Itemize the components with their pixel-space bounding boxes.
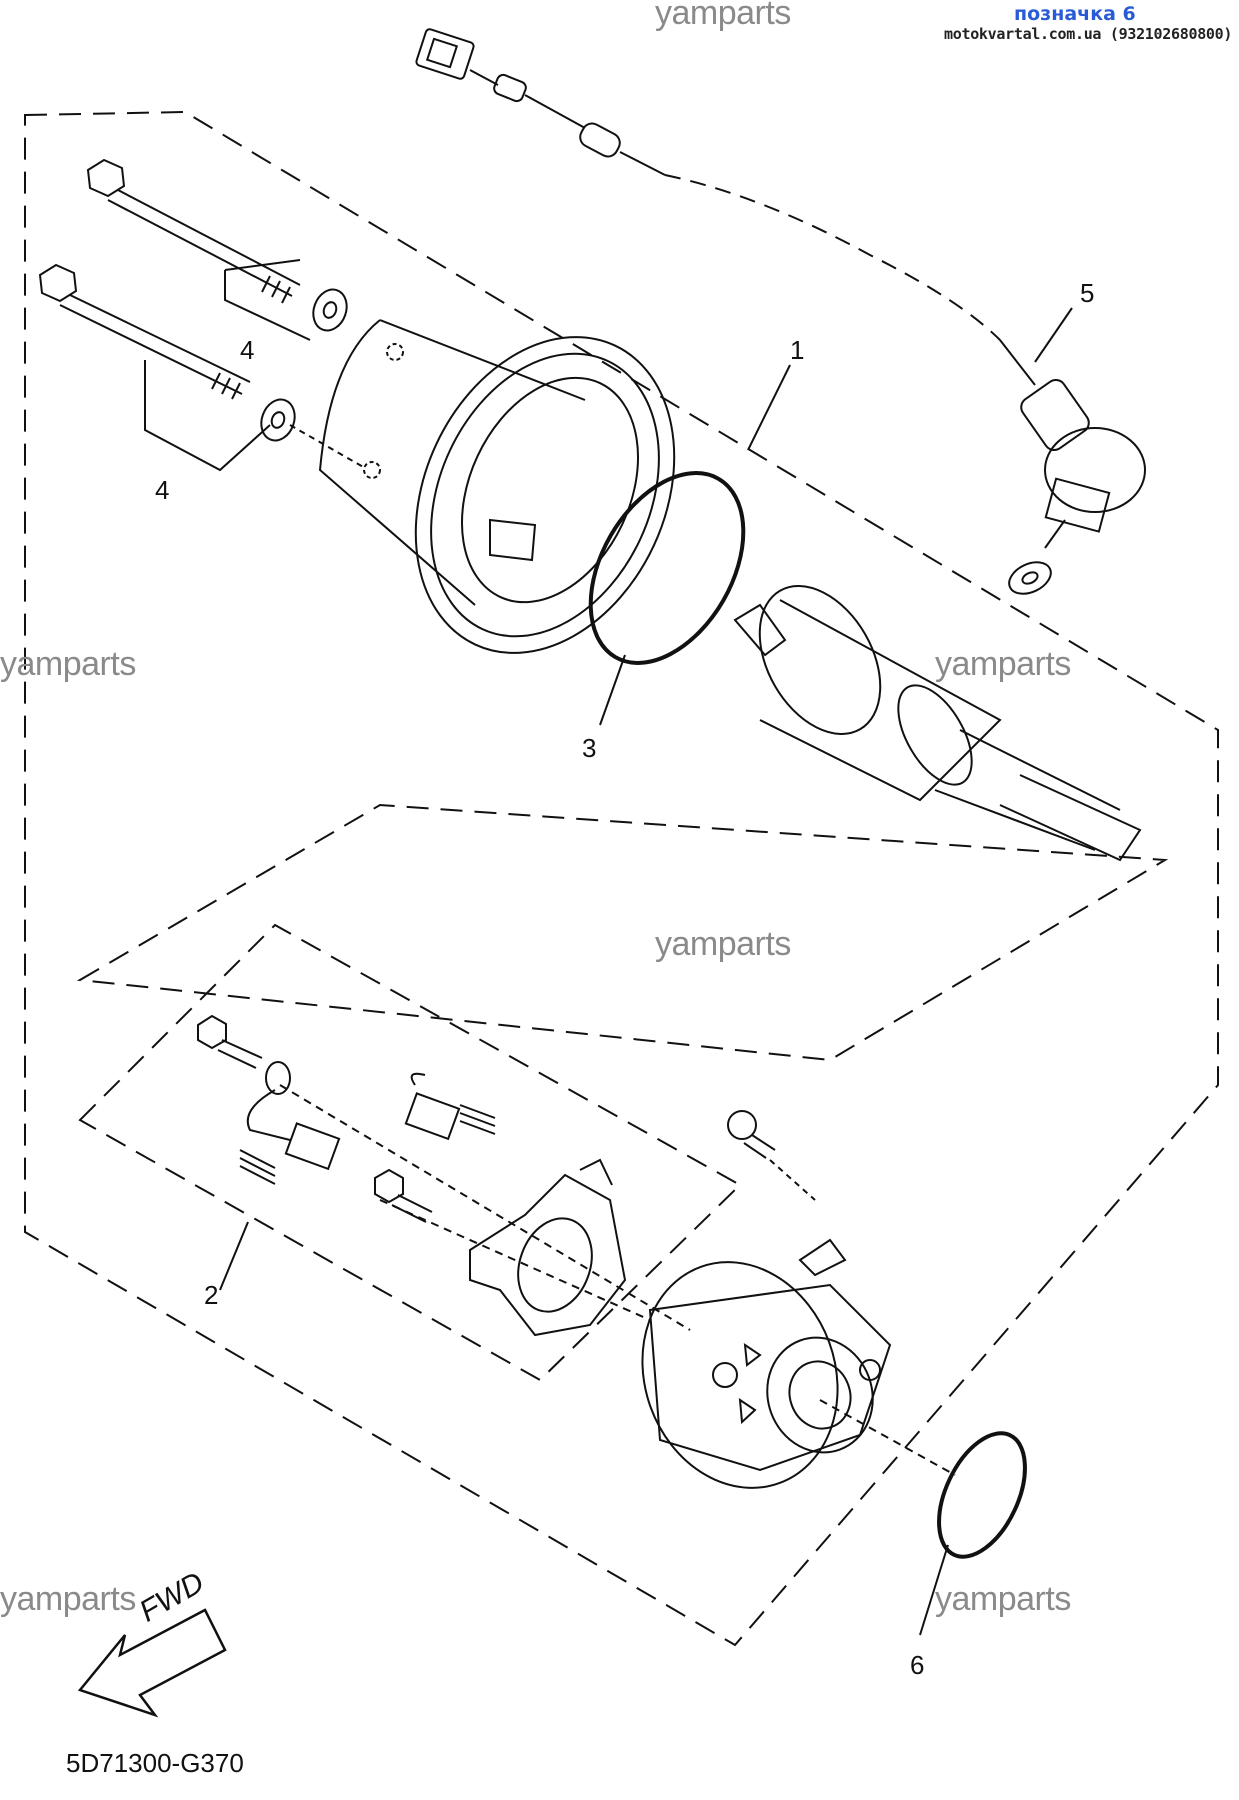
callout-2: 2 [204,1280,219,1310]
yoke-housing [289,319,676,654]
fwd-arrow [77,1608,227,1718]
watermark: yamparts [935,645,1071,683]
screw [727,1110,816,1201]
watermark: yamparts [0,645,136,683]
bracket-4b [144,360,271,472]
callout-4-upper: 4 [240,335,255,365]
armature-boundary-dashed [76,803,1169,1062]
watermark: yamparts [655,0,791,32]
header-site: motokvartal.com.ua (932102680800) [944,25,1233,43]
watermark: yamparts [935,1580,1071,1618]
watermark: yamparts [655,925,791,963]
callout-3: 3 [582,733,597,763]
end-cover [641,1238,892,1489]
long-bolt-lower [38,263,251,400]
armature [733,585,1142,862]
leader-2 [219,1221,249,1291]
leader-1 [747,364,791,451]
leader-3 [599,654,626,726]
callout-6: 6 [910,1650,925,1680]
lead-wire-assembly [415,28,1146,595]
washer-lower [260,398,296,442]
o-ring-large [588,471,746,665]
leader-6 [919,1544,949,1636]
o-ring-small [937,1431,1027,1559]
brush-holder-parts [197,1014,496,1223]
assembly-boundary-dashed [24,110,1219,1647]
washer-upper [312,288,348,332]
watermark: yamparts [0,1580,136,1618]
leader-5 [1034,307,1073,363]
long-bolt-upper [86,158,301,304]
bracket-4a [224,259,311,341]
callout-4-lower: 4 [155,475,170,505]
brush-plate [469,1158,627,1337]
header-title: позначка 6 [1014,3,1136,25]
diagram-code: 5D71300-G370 [66,1748,244,1778]
callout-1: 1 [790,335,805,365]
callout-5: 5 [1080,278,1095,308]
brush-boundary-dashed [78,923,742,1382]
